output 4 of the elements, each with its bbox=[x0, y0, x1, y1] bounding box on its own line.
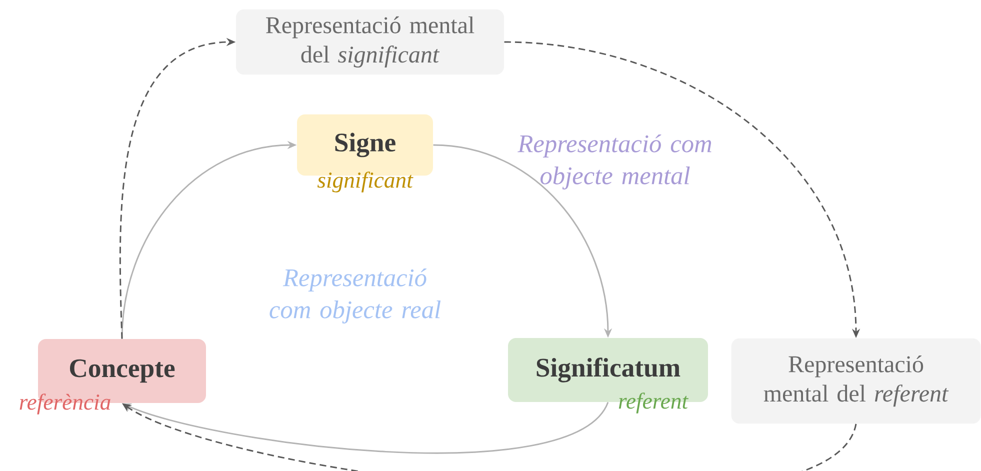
concept-box: Representació mental del referent bbox=[731, 338, 981, 424]
region-label: Representació com objecte real bbox=[270, 268, 441, 324]
region-label: Representació com objecte mental bbox=[518, 134, 712, 190]
concept-box: Representació mental del significant bbox=[236, 9, 504, 75]
